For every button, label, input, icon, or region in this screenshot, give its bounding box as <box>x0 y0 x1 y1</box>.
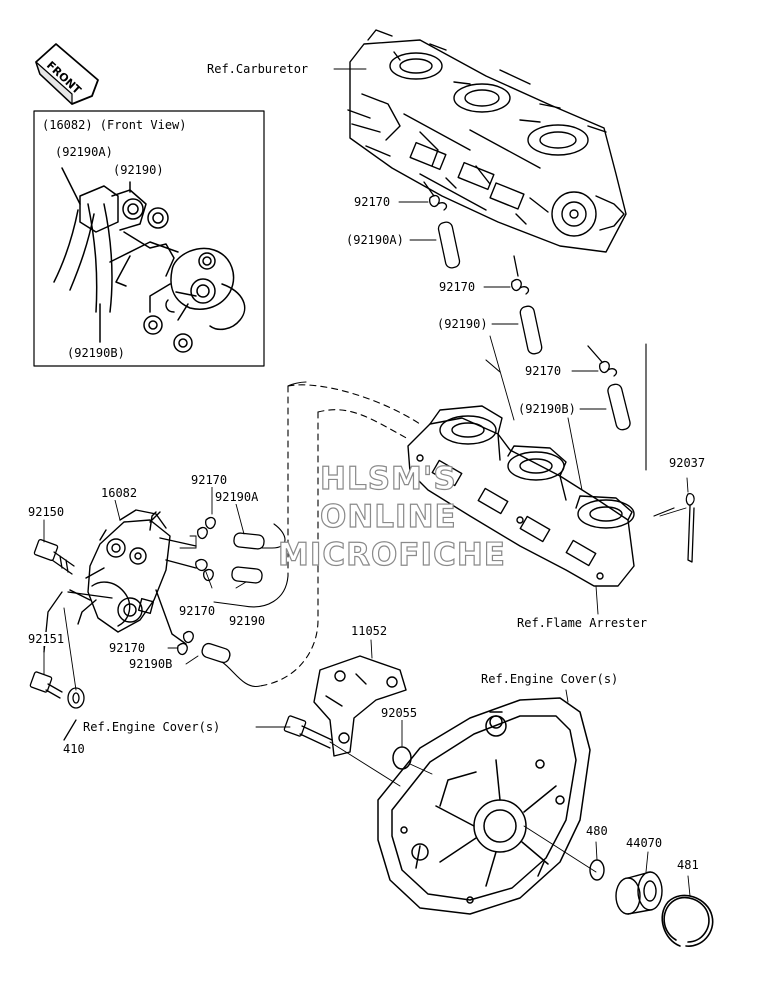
misc-leaders <box>595 507 687 615</box>
o-ring-480 <box>589 841 605 881</box>
circlip-481 <box>661 875 714 947</box>
callout-92170-e[interactable]: 92170 <box>178 604 217 618</box>
callout-ref-engine-cover-right[interactable]: Ref.Engine Cover(s) <box>480 672 620 686</box>
inset-callout-92190a[interactable]: (92190A) <box>54 145 114 159</box>
callout-92190b-paren[interactable]: (92190B) <box>517 402 577 416</box>
oil-pump-drawing <box>69 509 197 645</box>
hose-route-dashed <box>259 384 421 687</box>
inset-title: (16082) (Front View) <box>42 118 187 132</box>
pump-clips-hoses <box>176 516 265 664</box>
flame-arrester-drawing <box>407 405 635 587</box>
o-ring-92055 <box>392 717 433 775</box>
callout-16082[interactable]: 16082 <box>100 486 139 500</box>
callout-92190-paren[interactable]: (92190) <box>436 317 489 331</box>
hose-clips-column <box>423 181 631 431</box>
callout-92150[interactable]: 92150 <box>27 505 66 519</box>
callout-92170-f[interactable]: 92170 <box>108 641 147 655</box>
callout-11052[interactable]: 11052 <box>350 624 389 638</box>
callout-ref-engine-cover-left[interactable]: Ref.Engine Cover(s) <box>82 720 222 734</box>
hose-route-solid <box>213 343 675 687</box>
front-arrow-icon: FRONT <box>35 43 99 105</box>
inset-frame <box>33 110 265 367</box>
callout-92170-c[interactable]: 92170 <box>524 364 563 378</box>
callout-92151[interactable]: 92151 <box>27 632 66 646</box>
callout-92170-d[interactable]: 92170 <box>190 473 229 487</box>
cable-tie-92037 <box>685 477 695 563</box>
callout-92190[interactable]: 92190 <box>228 614 267 628</box>
carburetor-leaders <box>333 68 607 491</box>
callout-ref-carburetor[interactable]: Ref.Carburetor <box>206 62 310 76</box>
callout-92190b[interactable]: 92190B <box>128 657 174 671</box>
callout-481[interactable]: 481 <box>676 858 700 872</box>
callout-44070[interactable]: 44070 <box>625 836 664 850</box>
watermark-line-3: MICROFICHE <box>277 537 506 573</box>
callout-ref-flame-arrester[interactable]: Ref.Flame Arrester <box>516 616 649 630</box>
callout-92190a-paren[interactable]: (92190A) <box>345 233 405 247</box>
callout-92170-a[interactable]: 92170 <box>353 195 392 209</box>
watermark-line-2: ONLINE <box>319 499 457 535</box>
inset-pump-drawing <box>53 167 246 353</box>
callout-480[interactable]: 480 <box>585 824 609 838</box>
callout-410[interactable]: 410 <box>62 742 86 756</box>
callout-92037[interactable]: 92037 <box>668 456 707 470</box>
callout-92170-b[interactable]: 92170 <box>438 280 477 294</box>
inset-callout-92190[interactable]: (92190) <box>112 163 165 177</box>
bolts-and-washer <box>29 538 113 741</box>
bracket-11052 <box>313 639 407 757</box>
callout-92190a[interactable]: 92190A <box>214 490 260 504</box>
carburetor-drawing <box>347 29 627 253</box>
cover-bolt <box>283 715 401 787</box>
inset-callout-92190b[interactable]: (92190B) <box>66 346 126 360</box>
engine-cover-drawing <box>377 689 597 915</box>
watermark-line-1: HLSM'S <box>319 461 457 497</box>
callout-92055[interactable]: 92055 <box>380 706 419 720</box>
bearing-44070 <box>615 851 663 915</box>
